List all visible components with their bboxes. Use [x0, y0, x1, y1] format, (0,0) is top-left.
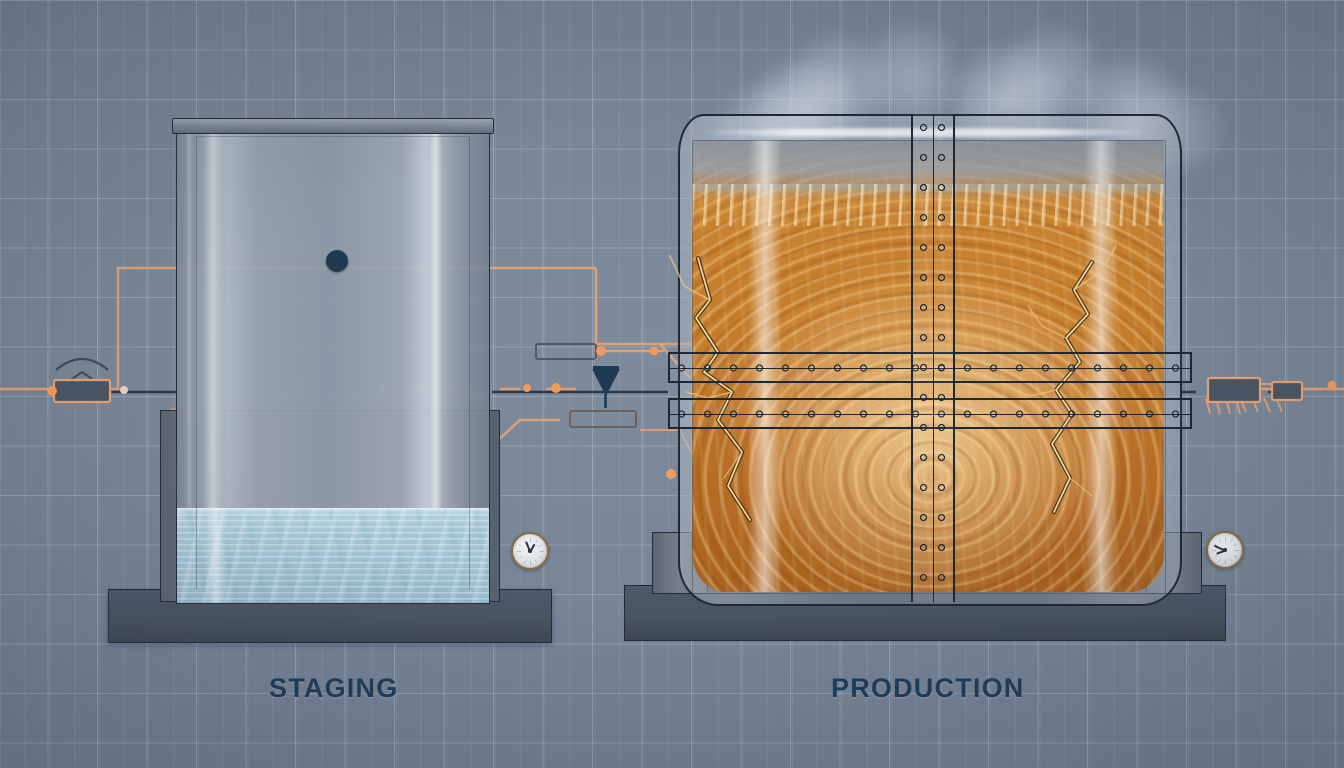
- left-pipe-node: [47, 386, 57, 396]
- center-valve-funnel: [592, 366, 620, 408]
- seam-rivets-right: [936, 122, 947, 594]
- left-pipe-node-2: [120, 386, 128, 394]
- center-node-a: [596, 346, 606, 356]
- staging-tank-rim: [172, 118, 494, 134]
- center-block-lower: [569, 410, 637, 428]
- production-vertical-seam-strap: [911, 114, 955, 602]
- staging-inner-wall-line: [196, 136, 470, 589]
- staging-water-fill: [177, 508, 489, 603]
- production-gauge-hub: [1223, 548, 1227, 552]
- staging-gauge-hub: [528, 549, 532, 553]
- staging-assembly: [0, 0, 600, 768]
- staging-water-highlight: [205, 508, 227, 603]
- right-instrument-block-a: [1206, 376, 1262, 404]
- staging-pressure-gauge[interactable]: [511, 532, 549, 570]
- band-rivets: [676, 408, 1186, 419]
- center-block-upper: [535, 343, 597, 360]
- center-node-c: [551, 383, 561, 393]
- center-node-d: [523, 384, 531, 392]
- center-node-b: [649, 346, 659, 356]
- seam-rivets-left: [918, 122, 929, 594]
- right-pipe-node: [1327, 380, 1337, 390]
- band-rivets: [676, 362, 1186, 373]
- staging-indicator-dot: [326, 250, 348, 272]
- production-pressure-gauge[interactable]: [1206, 531, 1244, 569]
- right-instrument-block-b: [1270, 380, 1304, 402]
- production-label: PRODUCTION: [831, 673, 1025, 703]
- production-rivet-band-lower: [668, 398, 1192, 429]
- staging-label: STAGING: [269, 673, 399, 703]
- seam-center-line: [933, 114, 934, 602]
- production-rivet-band-upper: [668, 352, 1192, 383]
- center-node-e: [666, 469, 676, 479]
